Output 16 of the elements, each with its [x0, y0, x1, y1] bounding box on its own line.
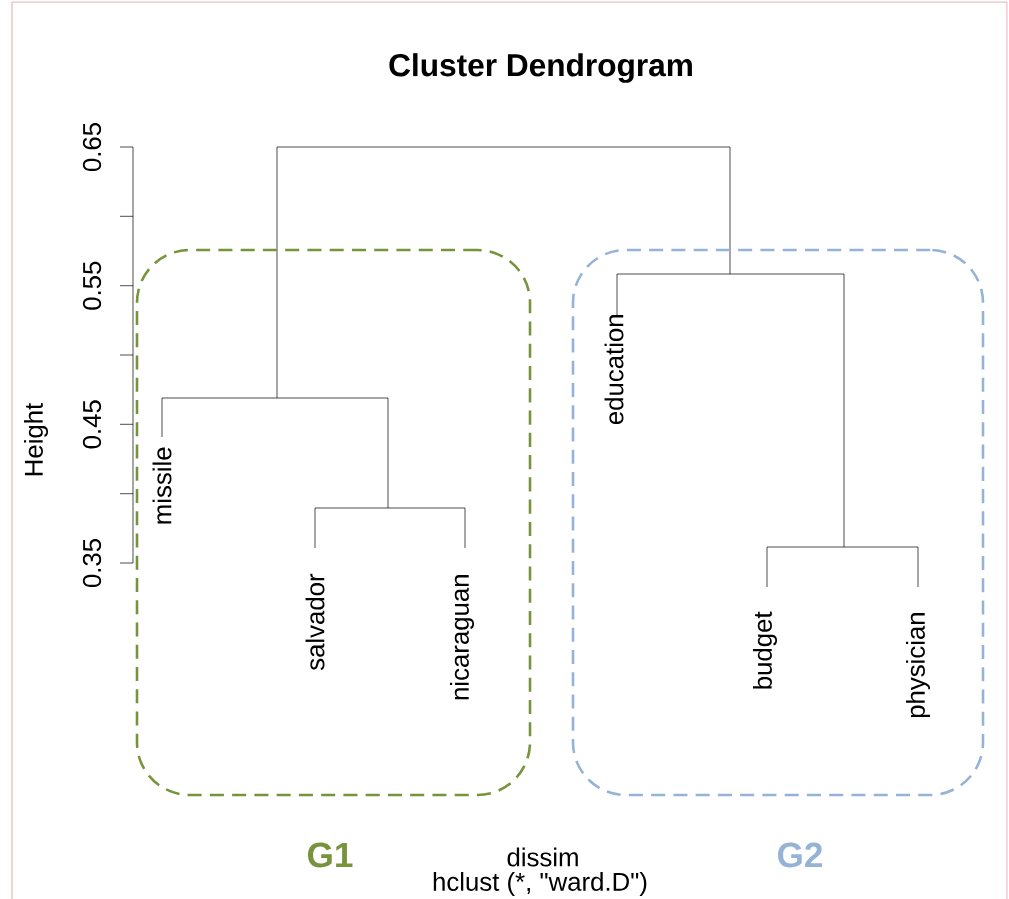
- axis-label: dissim: [507, 847, 578, 867]
- leaf-label: missile: [152, 447, 172, 524]
- tick-label: 0.35: [82, 539, 102, 588]
- leaf-label: budget: [753, 611, 777, 689]
- leaf-label: salvador: [305, 573, 325, 671]
- tick-label: 0.55: [82, 261, 102, 310]
- node-label: G1: [308, 842, 353, 868]
- leaf-label: physician: [906, 613, 930, 718]
- node-label: G2: [778, 842, 823, 868]
- leaf-label: nicaraguan: [450, 575, 474, 700]
- axis-label: Height: [24, 402, 48, 476]
- tick-label: 0.65: [82, 123, 102, 172]
- tick-label: 0.45: [82, 400, 102, 449]
- chart-title: Cluster Dendrogram: [389, 53, 692, 83]
- leaf-label: education: [604, 315, 624, 425]
- axis-label: hclust (*, "ward.D"): [433, 872, 647, 896]
